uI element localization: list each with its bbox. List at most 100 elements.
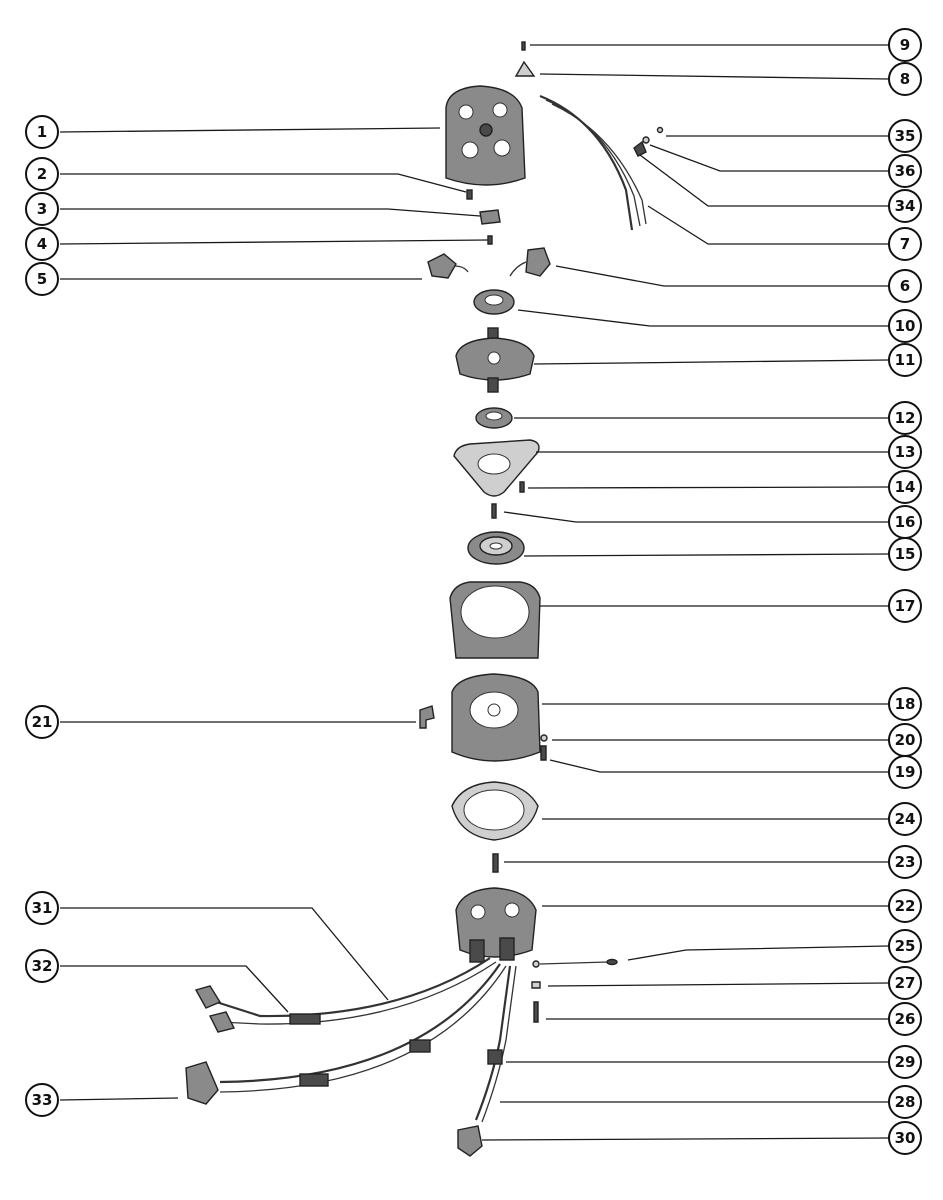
callout-33: 33 (25, 1083, 59, 1117)
callouts: 9 8 1 35 2 36 3 34 4 7 5 6 10 11 12 13 1… (25, 28, 922, 1155)
svg-text:21: 21 (32, 713, 53, 731)
callout-3: 3 (25, 192, 59, 226)
part-23-screw (492, 853, 499, 873)
part-16-screw (491, 503, 497, 519)
callout-7: 7 (888, 227, 922, 261)
part-5-connector (427, 253, 469, 279)
callout-23: 23 (888, 845, 922, 879)
callout-16: 16 (888, 505, 922, 539)
svg-text:15: 15 (895, 545, 916, 563)
part-1-distributor-cap (445, 85, 526, 186)
svg-text:22: 22 (895, 897, 916, 915)
callout-27: 27 (888, 966, 922, 1000)
svg-text:31: 31 (32, 899, 53, 917)
callout-29: 29 (888, 1045, 922, 1079)
part-24-gasket (451, 781, 539, 841)
part-27-washer (531, 981, 541, 989)
callout-36: 36 (888, 154, 922, 188)
part-25-lead (532, 958, 618, 968)
part-14-screw (519, 481, 525, 493)
callout-34: 34 (888, 189, 922, 223)
svg-text:35: 35 (895, 127, 916, 145)
callout-5: 5 (25, 262, 59, 296)
callout-11: 11 (888, 343, 922, 377)
part-15-disk (467, 531, 525, 565)
part-12-bushing (475, 407, 513, 429)
callout-10: 10 (888, 309, 922, 343)
part-32-upper-harness (194, 957, 497, 1033)
svg-text:6: 6 (900, 277, 910, 295)
svg-text:28: 28 (895, 1093, 916, 1111)
svg-text:11: 11 (895, 351, 916, 369)
part-9-screw (521, 41, 526, 51)
part-26-screw (533, 1001, 539, 1023)
part-11-rotor (455, 327, 535, 393)
part-20-nut (540, 734, 548, 742)
svg-text:25: 25 (895, 937, 916, 955)
callout-21: 21 (25, 705, 59, 739)
svg-text:24: 24 (895, 810, 916, 828)
part-7-wire-harness (539, 94, 647, 231)
callout-6: 6 (888, 269, 922, 303)
part-2-brush (466, 189, 473, 200)
svg-text:5: 5 (37, 270, 47, 288)
svg-text:7: 7 (900, 235, 910, 253)
svg-text:8: 8 (900, 70, 910, 88)
callout-30: 30 (888, 1121, 922, 1155)
part-17-gasket (449, 581, 541, 659)
callout-31: 31 (25, 891, 59, 925)
svg-text:17: 17 (895, 597, 916, 615)
callout-18: 18 (888, 687, 922, 721)
part-34-nut (642, 136, 650, 144)
svg-text:33: 33 (32, 1091, 53, 1109)
svg-text:34: 34 (895, 197, 916, 215)
callout-13: 13 (888, 435, 922, 469)
part-30-terminal (457, 1125, 483, 1157)
part-22-base (455, 887, 537, 963)
part-28-ground-lead (474, 965, 517, 1123)
callout-25: 25 (888, 929, 922, 963)
callout-19: 19 (888, 755, 922, 789)
part-6-connector (509, 247, 551, 277)
callout-24: 24 (888, 802, 922, 836)
callout-22: 22 (888, 889, 922, 923)
svg-text:26: 26 (895, 1010, 916, 1028)
callout-8: 8 (888, 62, 922, 96)
svg-text:20: 20 (895, 731, 916, 749)
svg-text:29: 29 (895, 1053, 916, 1071)
callout-9: 9 (888, 28, 922, 62)
svg-text:27: 27 (895, 974, 916, 992)
callout-2: 2 (25, 157, 59, 191)
svg-text:2: 2 (37, 165, 47, 183)
callout-17: 17 (888, 589, 922, 623)
part-4-screw (487, 235, 493, 245)
callout-26: 26 (888, 1002, 922, 1036)
svg-text:12: 12 (895, 409, 916, 427)
callout-1: 1 (25, 115, 59, 149)
svg-text:9: 9 (900, 36, 910, 54)
part-18-housing (451, 673, 541, 762)
svg-text:13: 13 (895, 443, 916, 461)
callout-28: 28 (888, 1085, 922, 1119)
part-3-clip (479, 209, 501, 225)
svg-text:10: 10 (895, 317, 916, 335)
part-19-screw (540, 745, 547, 761)
callout-12: 12 (888, 401, 922, 435)
callout-4: 4 (25, 227, 59, 261)
svg-text:36: 36 (895, 162, 916, 180)
svg-text:23: 23 (895, 853, 916, 871)
svg-text:32: 32 (32, 957, 53, 975)
svg-text:18: 18 (895, 695, 916, 713)
callout-15: 15 (888, 537, 922, 571)
callout-14: 14 (888, 470, 922, 504)
svg-text:3: 3 (37, 200, 47, 218)
part-29-sleeve (487, 1049, 503, 1065)
leader-lines (59, 44, 920, 1141)
part-33-lower-harness (185, 963, 507, 1105)
svg-text:16: 16 (895, 513, 916, 531)
part-36-terminal (633, 140, 647, 157)
callout-32: 32 (25, 949, 59, 983)
part-8-cap (514, 60, 536, 77)
part-illustrations (185, 41, 664, 1157)
